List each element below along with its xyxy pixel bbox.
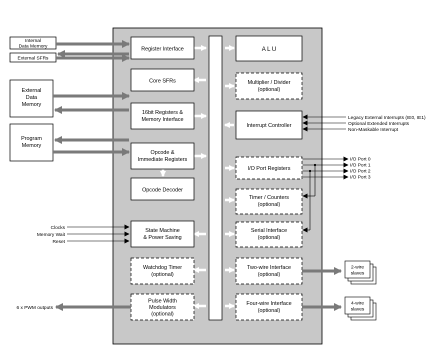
internal-data-memory-box: Internal Data Memory <box>9 36 57 50</box>
external-sfrs-box: External SFRs <box>9 52 57 63</box>
state-machine-label-1: State Machine <box>145 228 179 234</box>
timer-counters-label-2: (optional) <box>258 202 281 208</box>
pwm-label-2: Modulators <box>149 305 176 311</box>
four-wire-interface-label-1: Four-wire Interface <box>246 301 291 307</box>
serial-interface-block: Serial Interface (optional) <box>235 221 303 248</box>
serial-interface-label-1: Serial Interface <box>251 228 287 234</box>
junction-dot <box>308 169 312 173</box>
timer-counters-block: Timer / Counters (optional) <box>235 188 303 215</box>
multiplier-label-2: (optional) <box>258 87 281 93</box>
pwm-block: Pulse Width Modulators (optional) <box>130 293 195 321</box>
program-memory-label-1: Program <box>21 136 42 142</box>
internal-arrows <box>160 45 235 309</box>
pwm-label-3: (optional) <box>151 312 174 318</box>
internal-data-memory-label-2: Data Memory <box>19 44 48 50</box>
two-wire-slaves-label-1: 2-wire <box>351 265 364 271</box>
multiplier-block: Multiplier / Divider (optional) <box>235 72 303 100</box>
serial-interface-label-2: (optional) <box>258 235 281 241</box>
four-wire-slaves-label-1: 4-wire <box>351 301 364 307</box>
control-input-lines <box>67 224 130 244</box>
clocks-label: Clocks <box>51 225 66 231</box>
interrupt-label-extended: Optional Extended Interrupts <box>348 121 410 127</box>
interrupt-label-nmi: Non-Maskable Interrupt <box>348 127 399 133</box>
reset-label: Reset <box>52 239 65 245</box>
junction-dot <box>313 163 317 167</box>
opcode-decoder-label: Opcode Decoder <box>142 188 183 194</box>
memory-wait-label: Memory Wait <box>37 232 66 238</box>
multiplier-label-1: Multiplier / Divider <box>248 80 291 86</box>
io-port-registers-block: I/O Port Registers <box>235 156 303 180</box>
watchdog-timer-label-2: (optional) <box>151 272 174 278</box>
state-machine-label-2: & Power Saving <box>143 235 181 241</box>
internal-data-memory-label-1: Internal <box>25 38 41 44</box>
internal-bus <box>208 35 223 321</box>
io-port-2-label: I/O Port 2 <box>350 169 371 175</box>
opcode-registers-label-1: Opcode & <box>151 150 175 156</box>
register-interface-label: Register Interface <box>141 47 184 53</box>
four-wire-interface-block: Four-wire Interface (optional) <box>235 293 303 321</box>
program-memory-box: Program Memory <box>9 123 54 162</box>
pwm-outputs-label: 6 x PWM outputs <box>16 305 53 311</box>
io-port-registers-label: I/O Port Registers <box>248 166 291 172</box>
io-port-3-label: I/O Port 3 <box>350 175 371 181</box>
external-data-memory-label-1: External <box>22 88 42 94</box>
external-sfrs-label: External SFRs <box>18 56 50 62</box>
external-data-memory-box: External Data Memory <box>9 79 54 118</box>
two-wire-slaves: 2-wire slaves <box>344 260 377 285</box>
watchdog-timer-label-1: Watchdog Timer <box>143 265 182 271</box>
alu-label: A L U <box>262 47 276 53</box>
io-port-lines <box>302 156 349 233</box>
io-port-0-label: I/O Port 0 <box>350 157 371 163</box>
16bit-registers-block: 16bit Registers & Memory Interface <box>130 102 195 130</box>
interrupt-label-legacy: Legacy External Interrupts (IE0, IE1) <box>348 115 426 121</box>
two-wire-interface-label-1: Two-wire Interface <box>247 265 291 271</box>
interrupt-lines <box>302 114 346 132</box>
alu-block: A L U <box>235 35 303 62</box>
16bit-registers-label-2: Memory Interface <box>142 117 184 123</box>
two-wire-interface-block: Two-wire Interface (optional) <box>235 257 303 285</box>
opcode-decoder-block: Opcode Decoder <box>130 177 195 201</box>
core-sfrs-label: Core SFRs <box>149 79 176 85</box>
register-interface-block: Register Interface <box>130 36 195 60</box>
state-machine-block: State Machine & Power Saving <box>130 220 195 248</box>
two-wire-slaves-label-2: slaves <box>351 271 365 277</box>
interrupt-controller-block: Interrupt Controller <box>235 110 303 140</box>
core-sfrs-block: Core SFRs <box>130 68 195 92</box>
right-buses <box>302 267 342 311</box>
interrupt-controller-label: Interrupt Controller <box>247 123 292 129</box>
io-port-1-label: I/O Port 1 <box>350 163 371 169</box>
four-wire-slaves: 4-wire slaves <box>344 296 377 321</box>
program-memory-label-2: Memory <box>22 143 42 149</box>
two-wire-interface-label-2: (optional) <box>258 272 281 278</box>
external-data-memory-label-3: Memory <box>22 102 42 108</box>
opcode-registers-block: Opcode & Immediate Registers <box>130 142 195 170</box>
opcode-registers-label-2: Immediate Registers <box>138 157 188 163</box>
timer-counters-label-1: Timer / Counters <box>249 195 289 201</box>
four-wire-interface-label-2: (optional) <box>258 308 281 314</box>
pwm-label-1: Pulse Width <box>148 299 177 305</box>
left-buses <box>53 40 131 311</box>
watchdog-timer-block: Watchdog Timer (optional) <box>130 257 195 285</box>
16bit-registers-label-1: 16bit Registers & <box>142 110 183 116</box>
external-data-memory-label-2: Data <box>26 95 37 101</box>
four-wire-slaves-label-2: slaves <box>351 307 365 313</box>
